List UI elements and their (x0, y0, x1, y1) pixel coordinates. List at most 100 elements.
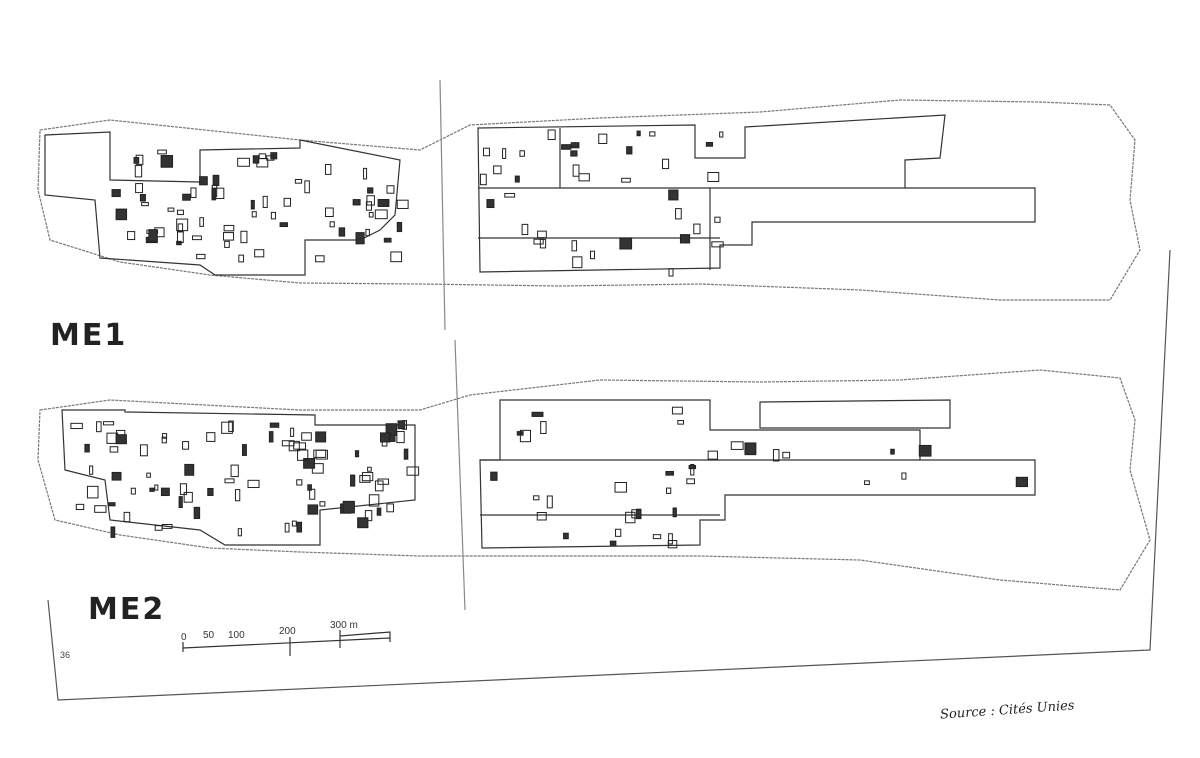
building-footprint (307, 484, 312, 491)
building-footprint (479, 173, 487, 186)
building-footprint (224, 478, 235, 484)
building-footprint (390, 251, 403, 263)
building-footprint (365, 201, 373, 211)
building-footprint (782, 451, 791, 459)
building-footprint (377, 198, 390, 207)
building-footprint (531, 411, 544, 417)
building-footprint (338, 227, 346, 237)
building-footprint (486, 199, 495, 209)
building-footprint (563, 532, 569, 540)
me2-outline (37, 369, 1151, 591)
building-footprint (313, 449, 327, 458)
building-footprint (571, 240, 578, 252)
building-footprint (157, 149, 167, 155)
building-footprint (590, 250, 595, 260)
building-footprint (238, 254, 245, 263)
building-footprint (361, 472, 374, 482)
road (439, 79, 466, 611)
building-footprint (75, 503, 85, 511)
building-footprint (179, 483, 187, 496)
building-footprint (212, 174, 220, 186)
building-footprint (631, 509, 642, 519)
building-footprint (615, 528, 622, 537)
building-footprint (115, 208, 128, 221)
building-footprint (250, 199, 255, 210)
building-footprint (268, 431, 274, 443)
building-footprint (133, 157, 140, 164)
building-footprint (86, 485, 99, 499)
building-footprint (688, 465, 697, 470)
building-footprint (707, 450, 718, 460)
building-footprint (864, 480, 870, 485)
building-footprint (519, 429, 531, 443)
building-footprint (178, 496, 183, 509)
building-footprint (161, 436, 167, 444)
building-footprint (493, 165, 502, 175)
building-footprint (296, 479, 303, 486)
building-footprint (269, 422, 280, 428)
building-footprint (396, 199, 409, 209)
building-footprint (325, 207, 334, 217)
building-footprint (406, 466, 420, 476)
building-footprint (383, 237, 392, 243)
building-footprint (130, 487, 136, 495)
building-footprint (262, 195, 268, 208)
building-footprint (570, 150, 578, 157)
building-footprint (315, 255, 325, 263)
building-footprint (502, 148, 507, 159)
building-footprint (252, 155, 260, 164)
building-footprint (396, 431, 405, 444)
building-footprint (719, 131, 724, 138)
building-footprint (537, 230, 547, 239)
building-footprint (385, 423, 398, 436)
building-footprint (177, 223, 184, 233)
building-footprint (649, 131, 656, 137)
building-footprint (84, 443, 90, 453)
building-footprint (693, 223, 701, 235)
building-footprint (918, 444, 932, 457)
building-footprint (139, 444, 148, 457)
building-footprint (296, 521, 303, 533)
scale-tick-200: 200 (279, 626, 296, 637)
building-footprint (294, 178, 303, 184)
building-footprint (1015, 476, 1029, 488)
building-footprint (490, 471, 498, 481)
building-footprint (686, 478, 695, 485)
building-footprint (705, 142, 714, 147)
building-footprint (283, 197, 292, 207)
building-footprint (533, 495, 540, 501)
building-footprint (386, 185, 395, 194)
building-footprint (350, 474, 356, 487)
me1-outline (37, 99, 1141, 301)
building-footprint (183, 491, 193, 503)
building-footprint (297, 449, 309, 461)
building-footprint (307, 504, 319, 515)
building-footprint (176, 209, 184, 216)
building-footprint (386, 503, 395, 513)
building-footprint (70, 422, 83, 430)
building-footprint (665, 470, 675, 476)
building-footprint (388, 436, 396, 442)
building-footprint (521, 223, 529, 236)
building-footprint (546, 495, 553, 509)
building-footprint (228, 420, 234, 432)
building-footprint (324, 164, 332, 175)
building-footprint (540, 421, 547, 434)
me1-east-blocks (477, 114, 1036, 273)
building-footprint (668, 268, 674, 277)
building-footprint (357, 517, 369, 529)
me2-east-blocks (479, 399, 1036, 549)
building-footprint (652, 534, 662, 540)
building-footprint (146, 472, 151, 478)
building-footprint (504, 192, 516, 198)
building-footprint (367, 187, 374, 194)
building-footprint (141, 202, 149, 207)
building-footprint (160, 487, 170, 497)
building-footprint (572, 256, 583, 269)
building-footprint (661, 158, 670, 170)
building-footprint (206, 432, 216, 442)
building-footprint (578, 173, 590, 182)
building-footprint (167, 207, 175, 212)
building-footprint (714, 216, 721, 223)
building-footprint (291, 520, 297, 527)
